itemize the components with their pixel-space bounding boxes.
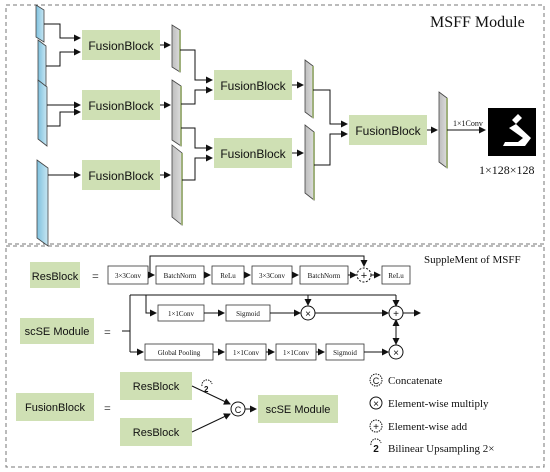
fusionblock-3: FusionBlock: [349, 115, 427, 145]
svg-text:+: +: [361, 270, 367, 282]
svg-text:×: ×: [373, 399, 379, 410]
scse-step: 1×1Conv: [233, 349, 260, 357]
resblock-step: BatchNorm: [308, 272, 341, 280]
resblock-step: BatchNorm: [164, 272, 197, 280]
fusionblock-label: FusionBlock: [88, 99, 154, 113]
resblock-step-box: [381, 265, 411, 285]
resblock-step: ReLu: [388, 272, 404, 280]
svg-text:+: +: [373, 422, 379, 433]
scse-step: Sigmoid: [333, 349, 357, 357]
legend-item-upsampling: 2 Bilinear Upsampling 2×: [370, 438, 494, 455]
svg-text:×: ×: [393, 348, 399, 359]
add-icon: [369, 419, 383, 433]
resblock-label-box: [30, 262, 80, 288]
final-feature-map: [438, 91, 448, 169]
output-size-label: 1×128×128: [479, 163, 535, 177]
scse-label-box: [20, 318, 94, 344]
fusionblock-label-box: [16, 393, 94, 421]
level2-feature-maps: [304, 59, 315, 201]
legend-text: Concatenate: [388, 375, 442, 387]
supplement-section-border: [5, 245, 545, 468]
scse-module-box: [258, 395, 338, 423]
scse-step: Global Pooling: [158, 349, 201, 357]
resblock-label: ResBlock: [133, 381, 180, 393]
msff-title: MSFF Module: [430, 14, 525, 31]
equals-sign: =: [104, 401, 111, 415]
scse-step: 1×1Conv: [168, 310, 195, 318]
upsample-icon: 2: [373, 444, 379, 455]
resblock-step: 3×3Conv: [115, 272, 142, 280]
legend-text: Bilinear Upsampling 2×: [388, 443, 494, 455]
scse-step: Sigmoid: [236, 310, 260, 318]
legend-text: Element-wise add: [388, 421, 468, 433]
supplement-title: SuppleMent of MSFF: [424, 254, 521, 266]
fusionblock-1-1: FusionBlock: [82, 30, 160, 60]
legend-item-multiply: × Element-wise multiply: [369, 396, 489, 410]
fusionblock-label: FusionBlock: [220, 79, 286, 93]
resblock-step: ReLu: [220, 272, 236, 280]
legend-item-concatenate: C Concatenate: [369, 373, 442, 387]
fusionblock-2-1: FusionBlock: [214, 70, 292, 100]
resblock-step: 3×3Conv: [259, 272, 286, 280]
msff-section-border: [5, 4, 545, 245]
scse-step: 1×1Conv: [283, 349, 310, 357]
fusionblock-label: FusionBlock: [220, 147, 286, 161]
level1-feature-maps: [171, 24, 183, 226]
feature-map-4: [36, 159, 49, 247]
scse-module-label: scSE Module: [266, 404, 331, 416]
svg-text:×: ×: [305, 309, 311, 320]
concat-symbol: C: [235, 405, 242, 415]
fusionblock-definition: FusionBlock = ResBlock ResBlock 2 C scSE…: [16, 372, 338, 446]
resblock-label: ResBlock: [32, 271, 79, 283]
legend-item-add: + Element-wise add: [369, 419, 468, 433]
concat-icon: [369, 373, 383, 387]
legend-text: Element-wise multiply: [388, 398, 489, 410]
scse-definition: scSE Module = 1×1Conv Sigmoid × + Global…: [20, 294, 421, 361]
equals-sign: =: [92, 269, 99, 283]
svg-text:C: C: [373, 376, 380, 386]
fusionblock-1-3: FusionBlock: [82, 160, 160, 190]
svg-text:+: +: [393, 309, 399, 320]
upsample-icon: 2: [204, 385, 209, 394]
input-feature-maps: [35, 4, 49, 247]
output-mask: [488, 108, 536, 156]
fusionblock-label: FusionBlock: [88, 169, 154, 183]
input-arrows: [44, 23, 81, 179]
resblock-box: [120, 418, 192, 446]
fusionblock-label: FusionBlock: [25, 402, 85, 414]
resblock-box: [120, 372, 192, 400]
conv-label: 1×1Conv: [453, 119, 483, 128]
fusionblock-label: FusionBlock: [355, 124, 421, 138]
resblock-definition: ResBlock = 3×3Conv BatchNorm ReLu 3×3Con…: [30, 255, 411, 288]
fusionblock-2-2: FusionBlock: [214, 138, 292, 168]
resblock-label: ResBlock: [133, 427, 180, 439]
scse-label: scSE Module: [25, 326, 90, 338]
multiply-icon: [369, 396, 383, 410]
fusionblock-label: FusionBlock: [88, 39, 154, 53]
feature-map-1: [35, 4, 45, 43]
legend: C Concatenate × Element-wise multiply + …: [369, 373, 494, 455]
fusionblock-1-2: FusionBlock: [82, 90, 160, 120]
feature-map-3: [37, 79, 48, 147]
equals-sign: =: [104, 325, 111, 339]
